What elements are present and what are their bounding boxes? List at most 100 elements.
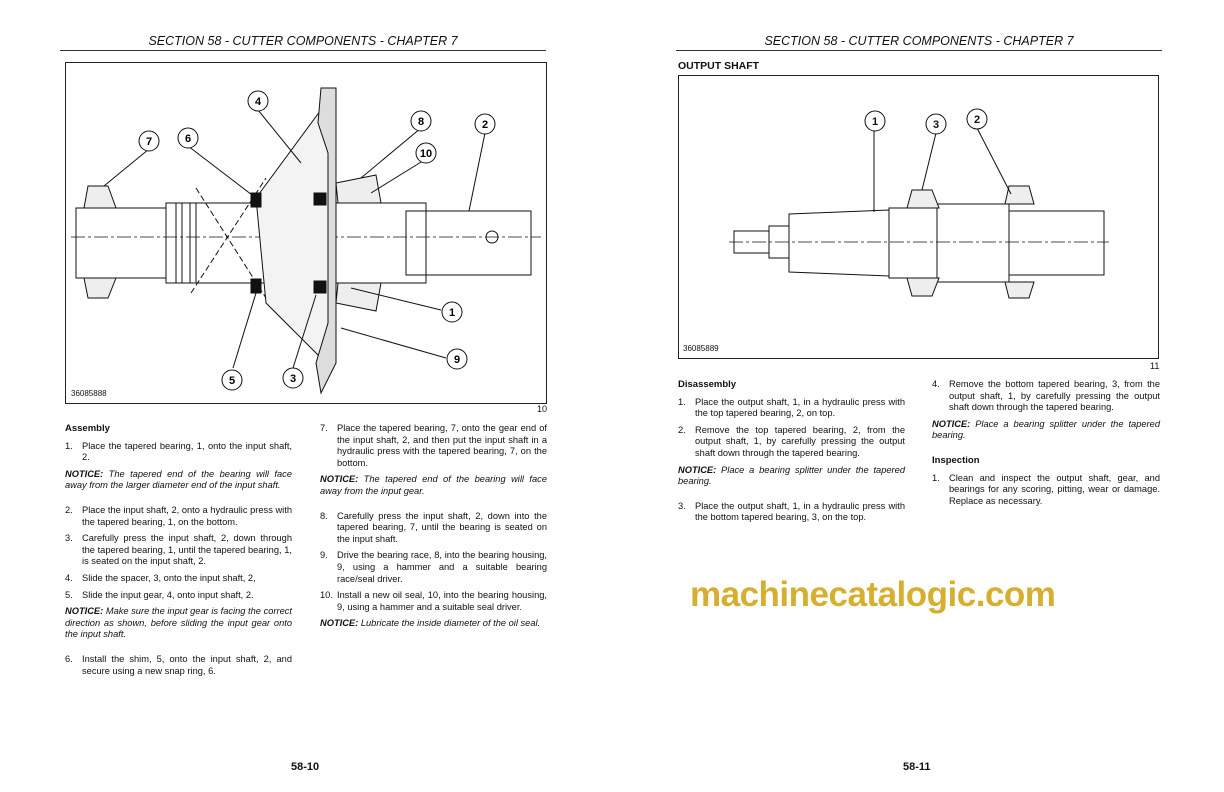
step-number: 6. bbox=[65, 653, 73, 664]
page-number: 58-11 bbox=[903, 761, 931, 773]
svg-text:3: 3 bbox=[290, 373, 296, 385]
step-text: Drive the bearing race, 8, into the bear… bbox=[337, 550, 547, 584]
input-shaft-figure: 4 7 6 8 2 10 1 9 5 3 36085888 bbox=[65, 62, 547, 404]
step-number: 1. bbox=[65, 440, 73, 451]
step-text: Carefully press the input shaft, 2, down… bbox=[82, 533, 292, 567]
notice-label: NOTICE: bbox=[65, 468, 104, 479]
heading-disassembly: Disassembly bbox=[678, 379, 737, 390]
svg-text:7: 7 bbox=[146, 136, 152, 148]
heading-assembly: Assembly bbox=[65, 423, 110, 434]
left-column-2: 7. Place the tapered bearing, 7, onto the… bbox=[320, 423, 547, 643]
step-item: 8. Carefully press the input shaft, 2, do… bbox=[320, 511, 547, 546]
callouts bbox=[103, 109, 486, 369]
callout-3: 3 bbox=[925, 113, 947, 135]
callout-1: 1 bbox=[441, 301, 463, 323]
notice-text: Place a bearing splitter under the taper… bbox=[678, 464, 905, 487]
header-rule bbox=[60, 50, 546, 51]
svg-text:10: 10 bbox=[420, 148, 432, 160]
step-text: Install a new oil seal, 10, into the bea… bbox=[337, 590, 547, 612]
callout-2: 2 bbox=[966, 108, 988, 130]
notice-text: Place a bearing splitter under the taper… bbox=[932, 418, 1160, 441]
svg-text:1: 1 bbox=[449, 307, 455, 319]
step-number: 2. bbox=[65, 504, 73, 515]
left-page-header: SECTION 58 - CUTTER COMPONENTS - CHAPTER… bbox=[148, 34, 458, 48]
svg-text:9: 9 bbox=[454, 354, 460, 366]
step-item: 2. Place the input shaft, 2, onto a hydra… bbox=[65, 505, 292, 528]
svg-text:4: 4 bbox=[255, 96, 262, 108]
step-number: 8. bbox=[320, 510, 328, 521]
figure-id: 36085889 bbox=[683, 344, 719, 353]
notice-label: NOTICE: bbox=[320, 618, 359, 629]
step-text: Carefully press the input shaft, 2, down… bbox=[337, 510, 547, 544]
step-text: Install the shim, 5, onto the input shaf… bbox=[82, 653, 292, 676]
left-column-1: Assembly 1. Place the tapered bearing, 1,… bbox=[65, 423, 292, 682]
notice-label: NOTICE: bbox=[678, 464, 717, 475]
step-number: 1. bbox=[932, 472, 940, 483]
step-text: Remove the top tapered bearing, 2, from … bbox=[695, 424, 905, 458]
callout-labels: 4 7 6 8 2 10 1 9 5 3 bbox=[138, 90, 496, 391]
notice-text: The tapered end of the bearing will face… bbox=[320, 474, 547, 496]
step-item: 10. Install a new oil seal, 10, into the … bbox=[320, 590, 547, 613]
step-item: 3. Place the output shaft, 1, in a hydrau… bbox=[678, 501, 905, 524]
step-number: 7. bbox=[320, 423, 328, 433]
svg-text:5: 5 bbox=[229, 375, 235, 387]
notice: NOTICE: Place a bearing splitter under t… bbox=[932, 419, 1160, 442]
step-text: Slide the spacer, 3, onto the input shaf… bbox=[82, 572, 256, 583]
step-item: 1.Place the output shaft, 1, in a hydrau… bbox=[678, 397, 905, 420]
step-number: 4. bbox=[65, 572, 73, 583]
figure-id: 36085888 bbox=[71, 389, 107, 398]
step-number: 2. bbox=[678, 424, 686, 435]
right-page-header: SECTION 58 - CUTTER COMPONENTS - CHAPTER… bbox=[764, 34, 1074, 48]
notice-text: Make sure the input gear is facing the c… bbox=[65, 606, 292, 640]
notice: NOTICE: The tapered end of the bearing w… bbox=[65, 469, 292, 492]
step-number: 3. bbox=[65, 533, 73, 544]
notice: NOTICE: The tapered end of the bearing w… bbox=[320, 474, 547, 497]
right-column-1: Disassembly 1.Place the output shaft, 1,… bbox=[678, 379, 905, 529]
figure-number: 11 bbox=[1150, 361, 1160, 371]
step-number: 4. bbox=[932, 379, 940, 389]
step-item: 6. Install the shim, 5, onto the input sh… bbox=[65, 654, 292, 677]
step-item: 4. Slide the spacer, 3, onto the input sh… bbox=[65, 573, 292, 585]
step-item: 9. Drive the bearing race, 8, into the be… bbox=[320, 550, 547, 585]
step-item: 1. Place the tapered bearing, 1, onto the… bbox=[65, 441, 292, 464]
callout-5: 5 bbox=[221, 369, 243, 391]
svg-text:6: 6 bbox=[185, 133, 191, 145]
callout-7: 7 bbox=[138, 130, 160, 152]
notice-label: NOTICE: bbox=[932, 418, 971, 429]
step-number: 3. bbox=[678, 500, 686, 511]
step-number: 9. bbox=[320, 550, 328, 561]
callout-6: 6 bbox=[177, 127, 199, 149]
step-number: 10. bbox=[320, 590, 333, 601]
step-item: 7. Place the tapered bearing, 7, onto the… bbox=[320, 423, 547, 469]
page-number: 58-10 bbox=[291, 761, 320, 773]
output-shaft-drawing: 1 3 2 bbox=[729, 108, 1109, 299]
step-text: Place the input shaft, 2, onto a hydraul… bbox=[82, 504, 292, 527]
step-text: Place the tapered bearing, 1, onto the i… bbox=[82, 440, 292, 463]
step-item: 4. Remove the bottom tapered bearing, 3, … bbox=[932, 379, 1160, 414]
header-rule bbox=[676, 50, 1162, 51]
heading-inspection: Inspection bbox=[932, 454, 980, 466]
figure-number: 10 bbox=[537, 404, 548, 414]
callout-2: 2 bbox=[474, 113, 496, 135]
callout-8: 8 bbox=[410, 110, 432, 132]
notice: NOTICE: Lubricate the inside diameter of… bbox=[320, 618, 547, 630]
svg-text:2: 2 bbox=[974, 114, 980, 126]
step-item: 5.Slide the input gear, 4, onto input sh… bbox=[65, 590, 292, 602]
callout-9: 9 bbox=[446, 348, 468, 370]
input-shaft-drawing bbox=[71, 87, 541, 395]
notice-label: NOTICE: bbox=[65, 606, 104, 617]
step-number: 1. bbox=[678, 396, 686, 407]
step-text: Place the tapered bearing, 7, onto the g… bbox=[337, 423, 547, 468]
svg-text:1: 1 bbox=[872, 116, 878, 128]
callout-10: 10 bbox=[415, 142, 437, 164]
callout-3: 3 bbox=[282, 367, 304, 389]
notice-label: NOTICE: bbox=[320, 474, 359, 485]
notice-text: Lubricate the inside diameter of the oil… bbox=[360, 618, 541, 629]
step-text: Place the output shaft, 1, in a hydrauli… bbox=[695, 500, 905, 523]
step-text: Slide the input gear, 4, onto input shaf… bbox=[82, 589, 254, 600]
notice-text: The tapered end of the bearing will face… bbox=[65, 468, 292, 491]
svg-text:2: 2 bbox=[482, 119, 488, 131]
step-text: Clean and inspect the output shaft, gear… bbox=[949, 472, 1160, 506]
step-text: Remove the bottom tapered bearing, 3, fr… bbox=[949, 379, 1160, 413]
